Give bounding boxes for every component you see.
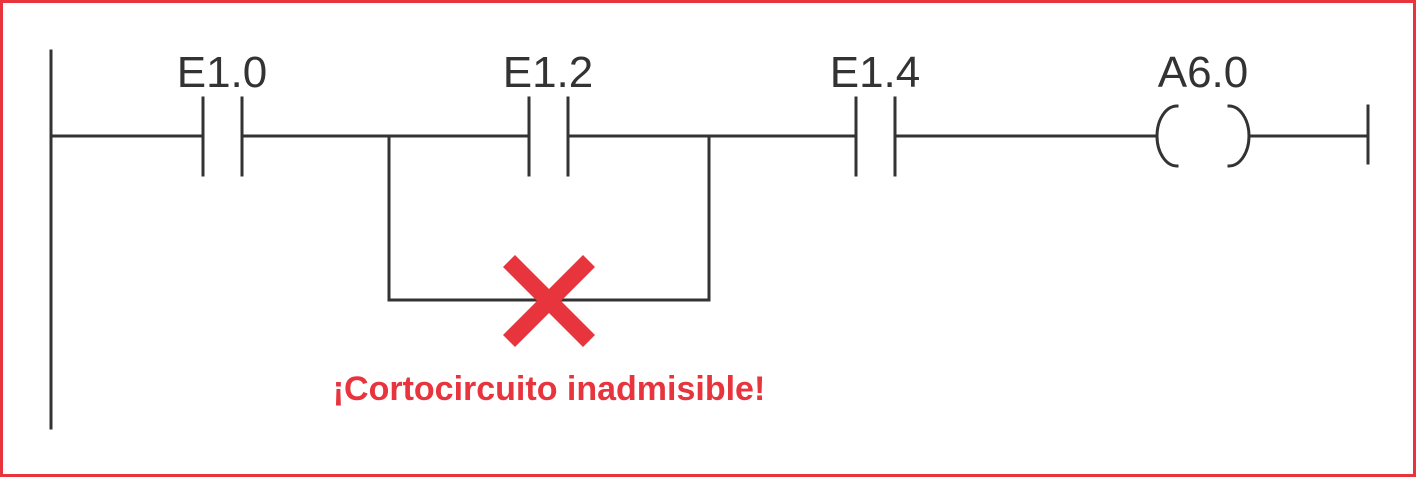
contact-label: E1.4 [830,48,921,97]
short-circuit-branch [387,134,711,302]
contact-e1-0: E1.0 [177,48,268,177]
error-x-stroke [502,254,596,348]
ladder-diagram-svg: E1.0 E1.2 E1.4 A6.0 ¡Cortocircuito i [49,48,1370,430]
contact-label: E1.0 [177,48,268,97]
coil-right-arc [1227,104,1251,168]
coil-label: A6.0 [1158,48,1249,97]
warning-text: ¡Cortocircuito inadmisible! [333,370,766,408]
contact-e1-4: E1.4 [830,48,921,177]
error-x-icon [502,254,596,348]
contact-e1-2: E1.2 [503,48,594,177]
coil-left-arc [1155,104,1179,168]
coil-a6-0: A6.0 [1155,48,1251,168]
contact-label: E1.2 [503,48,594,97]
